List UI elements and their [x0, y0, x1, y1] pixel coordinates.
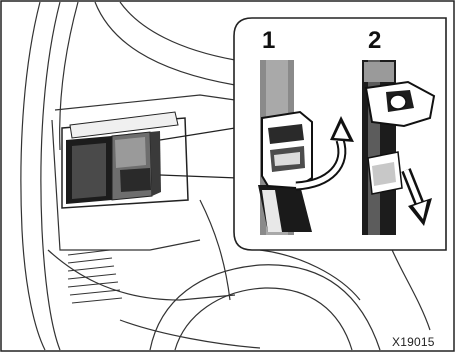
step-1-number: 1 [262, 27, 275, 54]
detail-callout: 1 2 [234, 18, 446, 250]
step-2-number: 2 [368, 27, 381, 54]
figure-reference-code: X19015 [392, 335, 435, 349]
storage-cubby [62, 112, 188, 208]
